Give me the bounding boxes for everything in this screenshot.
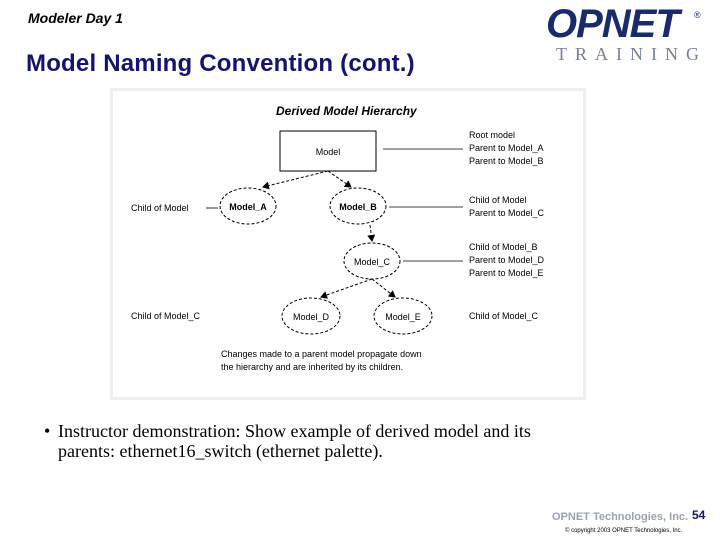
slide-title: Model Naming Convention (cont.) <box>26 50 415 77</box>
registered-mark: ® <box>694 10 701 20</box>
course-day-label: Modeler Day 1 <box>28 10 123 26</box>
b-label-1: Child of Model <box>469 195 527 205</box>
diagram-title: Derived Model Hierarchy <box>276 104 418 118</box>
page-number: 54 <box>692 508 706 522</box>
opnet-logo: OPNET <box>546 2 680 46</box>
bullet-line-2: parents: ethernet16_switch (ethernet pal… <box>58 441 383 461</box>
edge-c-to-e <box>371 278 396 298</box>
bullet-marker: • <box>44 421 51 441</box>
c-label-1: Child of Model_B <box>469 242 538 252</box>
edge-model-to-a <box>262 170 329 190</box>
footer-company: OPNET Technologies, Inc. <box>552 511 689 523</box>
c-label-group: Child of Model_B Parent to Model_D Paren… <box>469 242 547 278</box>
edge-model-to-b <box>327 170 352 188</box>
e-side-label: Child of Model_C <box>469 311 539 321</box>
c-label-2: Parent to Model_D <box>469 255 545 265</box>
propagation-note: Changes made to a parent model propagate… <box>221 349 424 372</box>
root-label-3: Parent to Model_B <box>469 156 544 166</box>
d-side-label: Child of Model_C <box>131 311 201 321</box>
note-line-2: the hierarchy and are inherited by its c… <box>221 362 403 372</box>
bullet-line-1: Instructor demonstration: Show example o… <box>58 421 531 441</box>
node-model-b <box>329 187 387 225</box>
node-model-d <box>281 297 341 335</box>
note-line-1: Changes made to a parent model propagate… <box>221 349 422 359</box>
b-label-2: Parent to Model_C <box>469 208 545 218</box>
root-label-2: Parent to Model_A <box>469 143 544 153</box>
node-model-d-label: Model_D <box>293 312 330 322</box>
bullet-item: • Instructor demonstration: Show example… <box>44 421 684 461</box>
edge-c-to-d <box>320 278 373 299</box>
training-label: TRAINING <box>556 44 707 64</box>
node-model-a-label: Model_A <box>229 202 267 212</box>
node-model-c-label: Model_C <box>354 257 391 267</box>
node-model-e-label: Model_E <box>385 312 421 322</box>
hierarchy-figure: Derived Model Hierarchy Model Model_A Mo… <box>113 91 583 397</box>
node-model-e <box>373 297 433 335</box>
b-label-group: Child of Model Parent to Model_C <box>469 195 545 218</box>
root-label-group: Root model Parent to Model_A Parent to M… <box>469 130 546 166</box>
a-side-label: Child of Model <box>131 203 189 213</box>
node-model-label: Model <box>316 147 341 157</box>
node-model-b-label: Model_B <box>339 202 377 212</box>
edge-b-to-c <box>367 224 376 242</box>
c-label-3: Parent to Model_E <box>469 268 544 278</box>
root-label-1: Root model <box>469 130 515 140</box>
hierarchy-diagram: Derived Model Hierarchy Model Model_A Mo… <box>131 104 547 372</box>
node-model <box>279 130 377 172</box>
node-model-a <box>219 187 277 225</box>
copyright-notice: © copyright 2003 OPNET Technologies, Inc… <box>565 528 683 534</box>
